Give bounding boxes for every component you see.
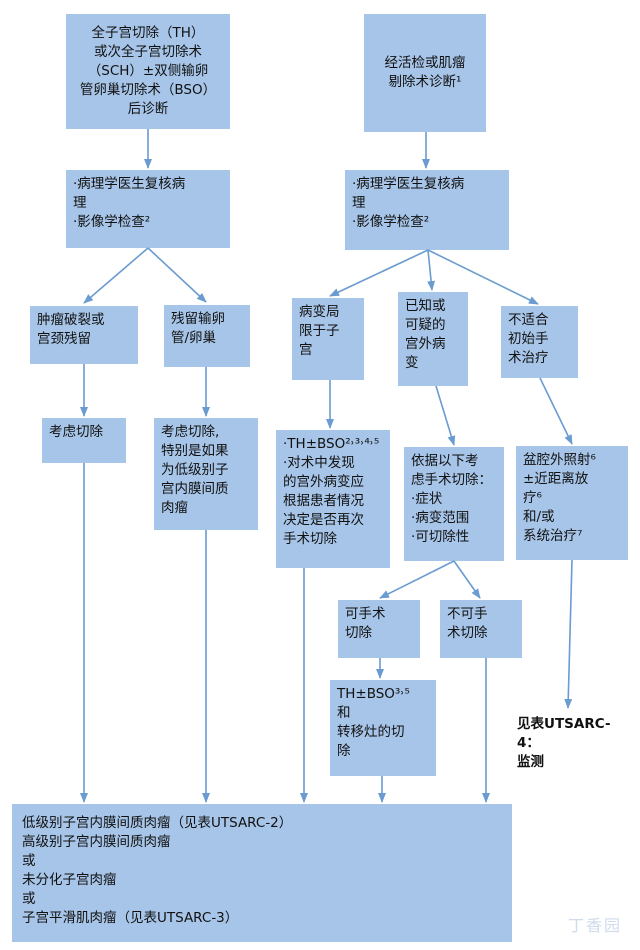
node-resection-considerations: 依据以下考 虑手术切除： ·症状 ·病变范围 ·可切除性: [404, 447, 504, 561]
node-radiation-systemic: 盆腔外照射⁶ ±近距离放 疗⁶ 和/或 系统治疗⁷: [516, 446, 628, 560]
node-th-bso-metastasectomy: TH±BSO³˒⁵ 和 转移灶的切 除: [330, 680, 436, 776]
node-consider-resection: 考虑切除: [42, 418, 126, 463]
node-resectable: 可手术 切除: [338, 600, 420, 658]
node-tumor-rupture: 肿瘤破裂或 宫颈残留: [30, 306, 138, 364]
node-uterus-confined: 病变局 限于子 宫: [292, 298, 364, 380]
arrow-b13-b15: [379, 560, 455, 599]
arrow-b9-b14: [539, 377, 573, 445]
node-th-bso: ·TH±BSO²˒³˒⁴˒⁵ ·对术中发现 的宫外病变应 根据患者情况 决定是否…: [276, 430, 390, 568]
arrow-b4-b7: [329, 249, 429, 297]
node-review-left: ·病理学医生复核病 理 ·影像学检查²: [66, 170, 230, 248]
watermark: 丁香园: [567, 916, 622, 935]
arrow-b13-b16: [453, 560, 481, 599]
arrow-b4-b8: [427, 249, 436, 291]
node-post-hysterectomy-diagnosis: 全子宫切除（TH） 或次全子宫切除术 （SCH）±双侧输卵 管卵巢切除术（BSO…: [66, 14, 230, 129]
node-unresectable: 不可手 术切除: [440, 600, 522, 658]
node-review-right: ·病理学医生复核病 理 ·影像学检查²: [345, 170, 509, 250]
arrow-b8-b13: [435, 385, 456, 446]
arrow-b3-b6: [147, 247, 207, 303]
node-biopsy-diagnosis: 经活检或肌瘤 剔除术诊断¹: [364, 14, 486, 132]
arrow-b3-b5: [83, 247, 149, 304]
node-extrauterine-disease: 已知或 可疑的 宫外病 变: [398, 292, 468, 386]
arrow-b4-b9: [427, 249, 539, 305]
arrow-b14-b18: [564, 559, 573, 709]
node-surveillance-ref: 见表UTSARC-4： 监测: [517, 716, 611, 770]
node-consider-resection-lgess: 考虑切除, 特别是如果 为低级别子 宫内膜间质 肉瘤: [154, 418, 258, 530]
node-not-surgical-candidate: 不适合 初始手 术治疗: [501, 306, 578, 378]
node-histology-outcomes: 低级别子宫内膜间质肉瘤（见表UTSARC-2） 高级别子宫内膜间质肉瘤 或 未分…: [12, 804, 512, 942]
node-residual-adnexa: 残留输卵 管/卵巢: [164, 305, 250, 367]
